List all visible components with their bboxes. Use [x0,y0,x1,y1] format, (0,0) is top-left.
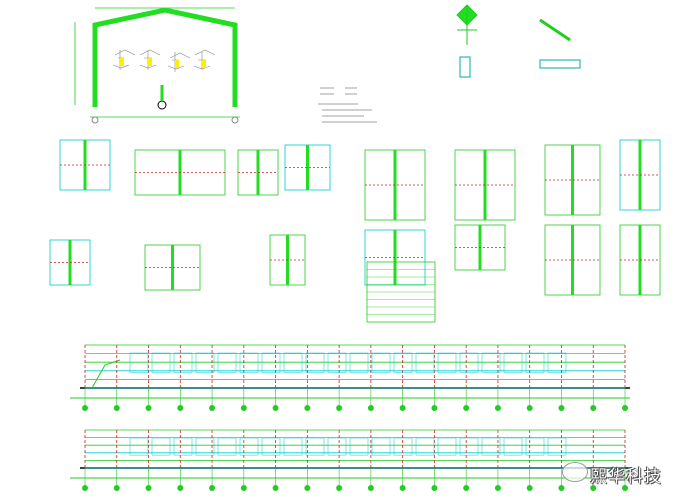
grid-bubble [367,485,374,491]
grid-bubble [240,485,247,491]
panel [129,437,149,456]
panel [393,352,413,373]
panel [525,437,545,456]
panel [437,352,457,373]
grid-bubble [494,405,501,411]
panel [217,437,237,456]
panel [195,437,215,456]
grid-bubble [431,405,438,411]
grid-bubble [526,485,533,491]
legend-notes [318,87,377,123]
panel [503,437,523,456]
grid-bubble [177,405,184,411]
panel [415,437,435,456]
panel [305,437,325,456]
grid-bubble [431,485,438,491]
panel [327,352,347,373]
panel [547,437,567,456]
grid-bubble [82,485,88,491]
grid-bubble [558,485,565,491]
panel [349,352,369,373]
grid-bubble [304,405,311,411]
panel [371,352,391,373]
grid-bubble [240,405,247,411]
grid-bubble [463,405,470,411]
grid-bubble [494,485,501,491]
grid-bubble [622,485,628,491]
grid-bubble [367,405,374,411]
panel [239,437,259,456]
wall-elevations [70,344,630,491]
panel [283,437,303,456]
panel [129,352,149,373]
panel [283,352,303,373]
grid-bubble [399,485,406,491]
grid-bubble [113,485,120,491]
panel [459,437,479,456]
grid-bubble [463,485,470,491]
grid-bubble [145,405,152,411]
panel [459,352,479,373]
grid-bubble [177,485,184,491]
grid-bubble [558,405,565,411]
grid-bubble [209,405,216,411]
panel [173,352,193,373]
connection-details-top [456,4,581,78]
panel [151,352,171,373]
panel [349,437,369,456]
wechat-logo-icon [562,462,588,482]
panel [437,437,457,456]
watermark: 熙华科技 [590,467,662,487]
panel [481,352,501,373]
grid-bubble [590,405,597,411]
panel [415,352,435,373]
panel [547,352,567,373]
panel [217,352,237,373]
grid-bubble [336,485,343,491]
grid-bubble [145,485,152,491]
panel [151,437,171,456]
panel [173,437,193,456]
grid-bubble [304,485,311,491]
panel [393,437,413,456]
grid-bubble [113,405,120,411]
portal-frame-section [74,7,240,124]
grid-bubble [399,405,406,411]
panel [503,352,523,373]
grid-bubble [272,405,279,411]
panel [195,352,215,373]
panel [525,352,545,373]
grid-bubble [526,405,533,411]
panel [371,437,391,456]
grid-bubble [590,485,597,491]
node-details [49,139,661,323]
panel [481,437,501,456]
panel [261,437,281,456]
grid-bubble [272,485,279,491]
grid-bubble [622,405,628,411]
panel [239,352,259,373]
ramp-line [91,359,121,389]
grid-bubble [82,405,88,411]
panel [305,352,325,373]
panel [327,437,347,456]
grid-bubble [336,405,343,411]
grid-bubble [209,485,216,491]
panel [261,352,281,373]
